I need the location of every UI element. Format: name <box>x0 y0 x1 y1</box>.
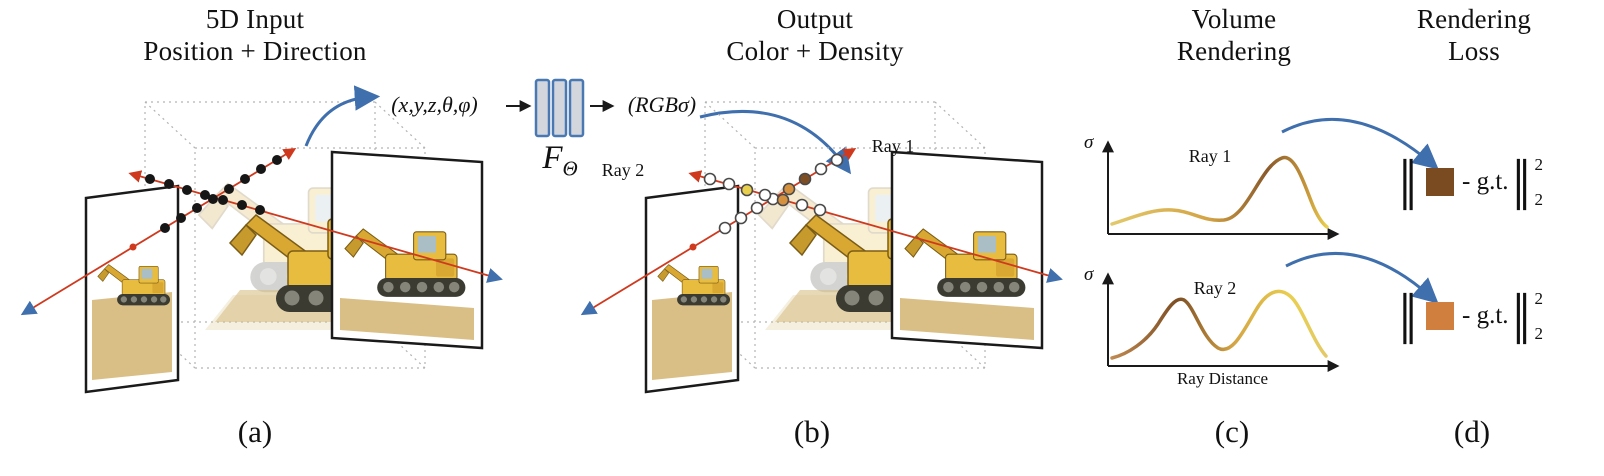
output-to-ray-arrow <box>699 110 852 175</box>
ray1-sample-circles-b <box>718 153 844 235</box>
pixel-dot-b <box>689 243 697 251</box>
plot2-ylabel-sigma: σ <box>1084 264 1094 285</box>
network-name-label: FΘ <box>512 140 608 182</box>
image-plane-left-b <box>644 184 740 394</box>
density-plot-ray2 <box>1102 272 1340 372</box>
ray2-sample-circles-b <box>703 172 827 217</box>
loss-term-ray1: ∥ - g.t. ∥ 2 2 <box>1398 156 1543 208</box>
plot2-density-curve <box>1110 289 1328 360</box>
sample-yellow-ray2 <box>740 183 754 197</box>
image-plane-right-a <box>330 150 484 350</box>
panel-b-title-line2: Color + Density <box>726 36 904 66</box>
ray2-sample-points-a <box>145 174 265 215</box>
panel-c-title-line1: Volume <box>1191 4 1277 34</box>
rendered-color-swatch-ray2 <box>1426 302 1454 330</box>
network-name-f: F <box>542 140 563 176</box>
image-plane-right-b <box>890 150 1044 350</box>
mlp-layer-bars <box>534 78 585 138</box>
norm-subscript-1: 2 <box>1534 190 1544 209</box>
norm-right-bars-1: ∥ <box>1511 152 1532 212</box>
norm-subscript-2: 2 <box>1534 324 1544 343</box>
network-name-theta: Θ <box>562 156 578 181</box>
caption-b: (b) <box>793 414 831 449</box>
sample-orange-ray2 <box>776 193 790 207</box>
plot1-to-loss-arrow <box>1281 117 1439 170</box>
ray1-sample-points-a <box>160 155 282 233</box>
loss-term-ray2: ∥ - g.t. ∥ 2 2 <box>1398 290 1543 342</box>
ray2-label-scene: Ray 2 <box>601 160 645 180</box>
plot2-xlabel: Ray Distance <box>1176 369 1269 388</box>
camera-ray-2-a <box>128 170 503 283</box>
plot1-density-curve <box>1110 156 1329 229</box>
panel-b-title-line1: Output <box>776 4 854 34</box>
network-output-label: (RGBσ) <box>627 92 697 117</box>
norm-exponents-2: 2 2 <box>1535 290 1544 342</box>
panel-d-title-line2: Loss <box>1448 36 1500 66</box>
mlp-network <box>506 78 615 138</box>
image-plane-left-a <box>84 184 180 394</box>
plot2-series-label: Ray 2 <box>1193 278 1237 298</box>
panel-a-scene <box>20 101 503 394</box>
plot1-ylabel-sigma: σ <box>1084 132 1094 153</box>
samples-to-input-arrow <box>304 85 381 147</box>
norm-superscript-2: 2 <box>1534 289 1544 308</box>
minus-gt-label-2: - g.t. <box>1462 302 1509 329</box>
panel-a-title-line1: 5D Input <box>205 4 305 34</box>
sample-orange-ray1 <box>782 182 796 196</box>
sample-brown-ray1 <box>798 172 812 186</box>
norm-exponents-1: 2 2 <box>1535 156 1544 208</box>
minus-gt-label-1: - g.t. <box>1462 168 1509 195</box>
density-plot-ray1 <box>1102 140 1340 240</box>
caption-c: (c) <box>1214 414 1250 449</box>
norm-left-bars-1: ∥ <box>1398 152 1418 212</box>
plot2-to-loss-arrow <box>1285 252 1439 304</box>
panel-a-title-line2: Position + Direction <box>143 36 367 66</box>
caption-a: (a) <box>237 414 273 449</box>
pixel-dot-a <box>129 243 137 251</box>
plot1-series-label: Ray 1 <box>1188 146 1232 166</box>
norm-superscript-1: 2 <box>1534 155 1544 174</box>
rendered-color-swatch-ray1 <box>1426 168 1454 196</box>
norm-left-bars-2: ∥ <box>1398 286 1418 346</box>
network-input-label: (x,y,z,θ,φ) <box>391 92 478 117</box>
panel-c-title-line2: Rendering <box>1176 36 1292 66</box>
panel-d-title-line1: Rendering <box>1416 4 1532 34</box>
ray1-label-scene: Ray 1 <box>871 136 915 156</box>
norm-right-bars-2: ∥ <box>1511 286 1532 346</box>
panel-b-scene <box>580 101 1063 394</box>
caption-d: (d) <box>1453 414 1491 449</box>
